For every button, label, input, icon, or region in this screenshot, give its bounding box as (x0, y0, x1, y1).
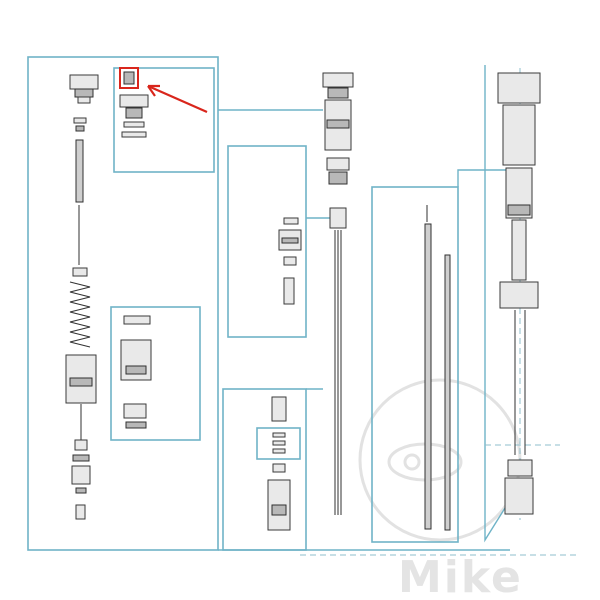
push-rod (444, 254, 451, 531)
piston (123, 403, 147, 419)
fork-leg (497, 72, 541, 515)
axle-clamp-top (507, 459, 533, 477)
left-assembly (65, 74, 99, 520)
o-ring (272, 448, 286, 454)
shim-stack (72, 454, 90, 462)
rod-detail-parts (424, 205, 451, 531)
cartridge-band (125, 365, 147, 375)
o-ring (272, 432, 286, 438)
base-valve (71, 465, 91, 485)
red-arrow-shaft (147, 84, 208, 114)
connector-line (484, 65, 511, 543)
seal (125, 421, 147, 429)
top-detail-parts (119, 67, 208, 138)
cartridge-band (326, 119, 350, 129)
adjuster-rod (424, 223, 432, 530)
spring (69, 281, 91, 348)
nut (75, 487, 87, 494)
rod-detail-frame (371, 186, 459, 543)
foot-nut-band (271, 504, 287, 516)
connector-line (457, 169, 520, 187)
damper-rod (75, 139, 84, 203)
top-cap-neck (74, 88, 94, 98)
valve-seat (328, 171, 348, 185)
center-assembly (322, 72, 354, 515)
bottom-detail-parts (267, 396, 291, 531)
adjuster-cap (119, 94, 149, 108)
spacer (272, 463, 286, 473)
top-cap-base (77, 96, 91, 104)
watermark-text: Mike (398, 552, 523, 600)
piston (329, 207, 347, 229)
top-cap (322, 72, 354, 88)
bottom-detail-frame (222, 388, 307, 551)
valve-body (326, 157, 350, 171)
bushing (123, 315, 151, 325)
left-assembly-frame (27, 56, 219, 551)
axle-clamp (504, 477, 534, 515)
valve-band (281, 237, 299, 244)
bottom-inner-frame (256, 427, 301, 460)
watermark-pupil (403, 453, 421, 471)
inner-tube (511, 219, 527, 281)
o-ring (272, 440, 286, 446)
cartridge-band (69, 377, 93, 387)
frame-boxes (27, 56, 580, 556)
upper-tube (502, 104, 536, 166)
mid-detail-parts (120, 315, 152, 429)
red-arrow-head (147, 84, 160, 97)
washer (123, 121, 145, 128)
valve-detail-frame (227, 145, 307, 338)
spacer (283, 256, 297, 266)
bottom-valve (74, 439, 88, 451)
tube-band (507, 204, 531, 216)
red-arrow-icon (147, 84, 208, 114)
bolt (75, 504, 86, 520)
valve-detail-parts (278, 217, 302, 305)
o-ring (121, 131, 147, 138)
watermark-circle (358, 378, 522, 542)
nut (75, 125, 85, 132)
spring-seat (72, 267, 88, 277)
watermark: Mike (358, 378, 523, 600)
adjuster-neck (125, 107, 143, 119)
mid-detail-frame (110, 306, 201, 441)
small-screw-part (123, 71, 135, 85)
top-cap (69, 74, 99, 90)
bushing (271, 396, 287, 422)
washer (73, 117, 87, 124)
washer (283, 217, 299, 225)
bolt (283, 277, 295, 305)
spring-coil (69, 281, 91, 348)
top-detail-frame (113, 67, 215, 173)
target-part-highlight (119, 67, 139, 89)
lower-collar (499, 281, 539, 309)
top-cap-neck (327, 87, 349, 99)
fork-cap (497, 72, 541, 104)
